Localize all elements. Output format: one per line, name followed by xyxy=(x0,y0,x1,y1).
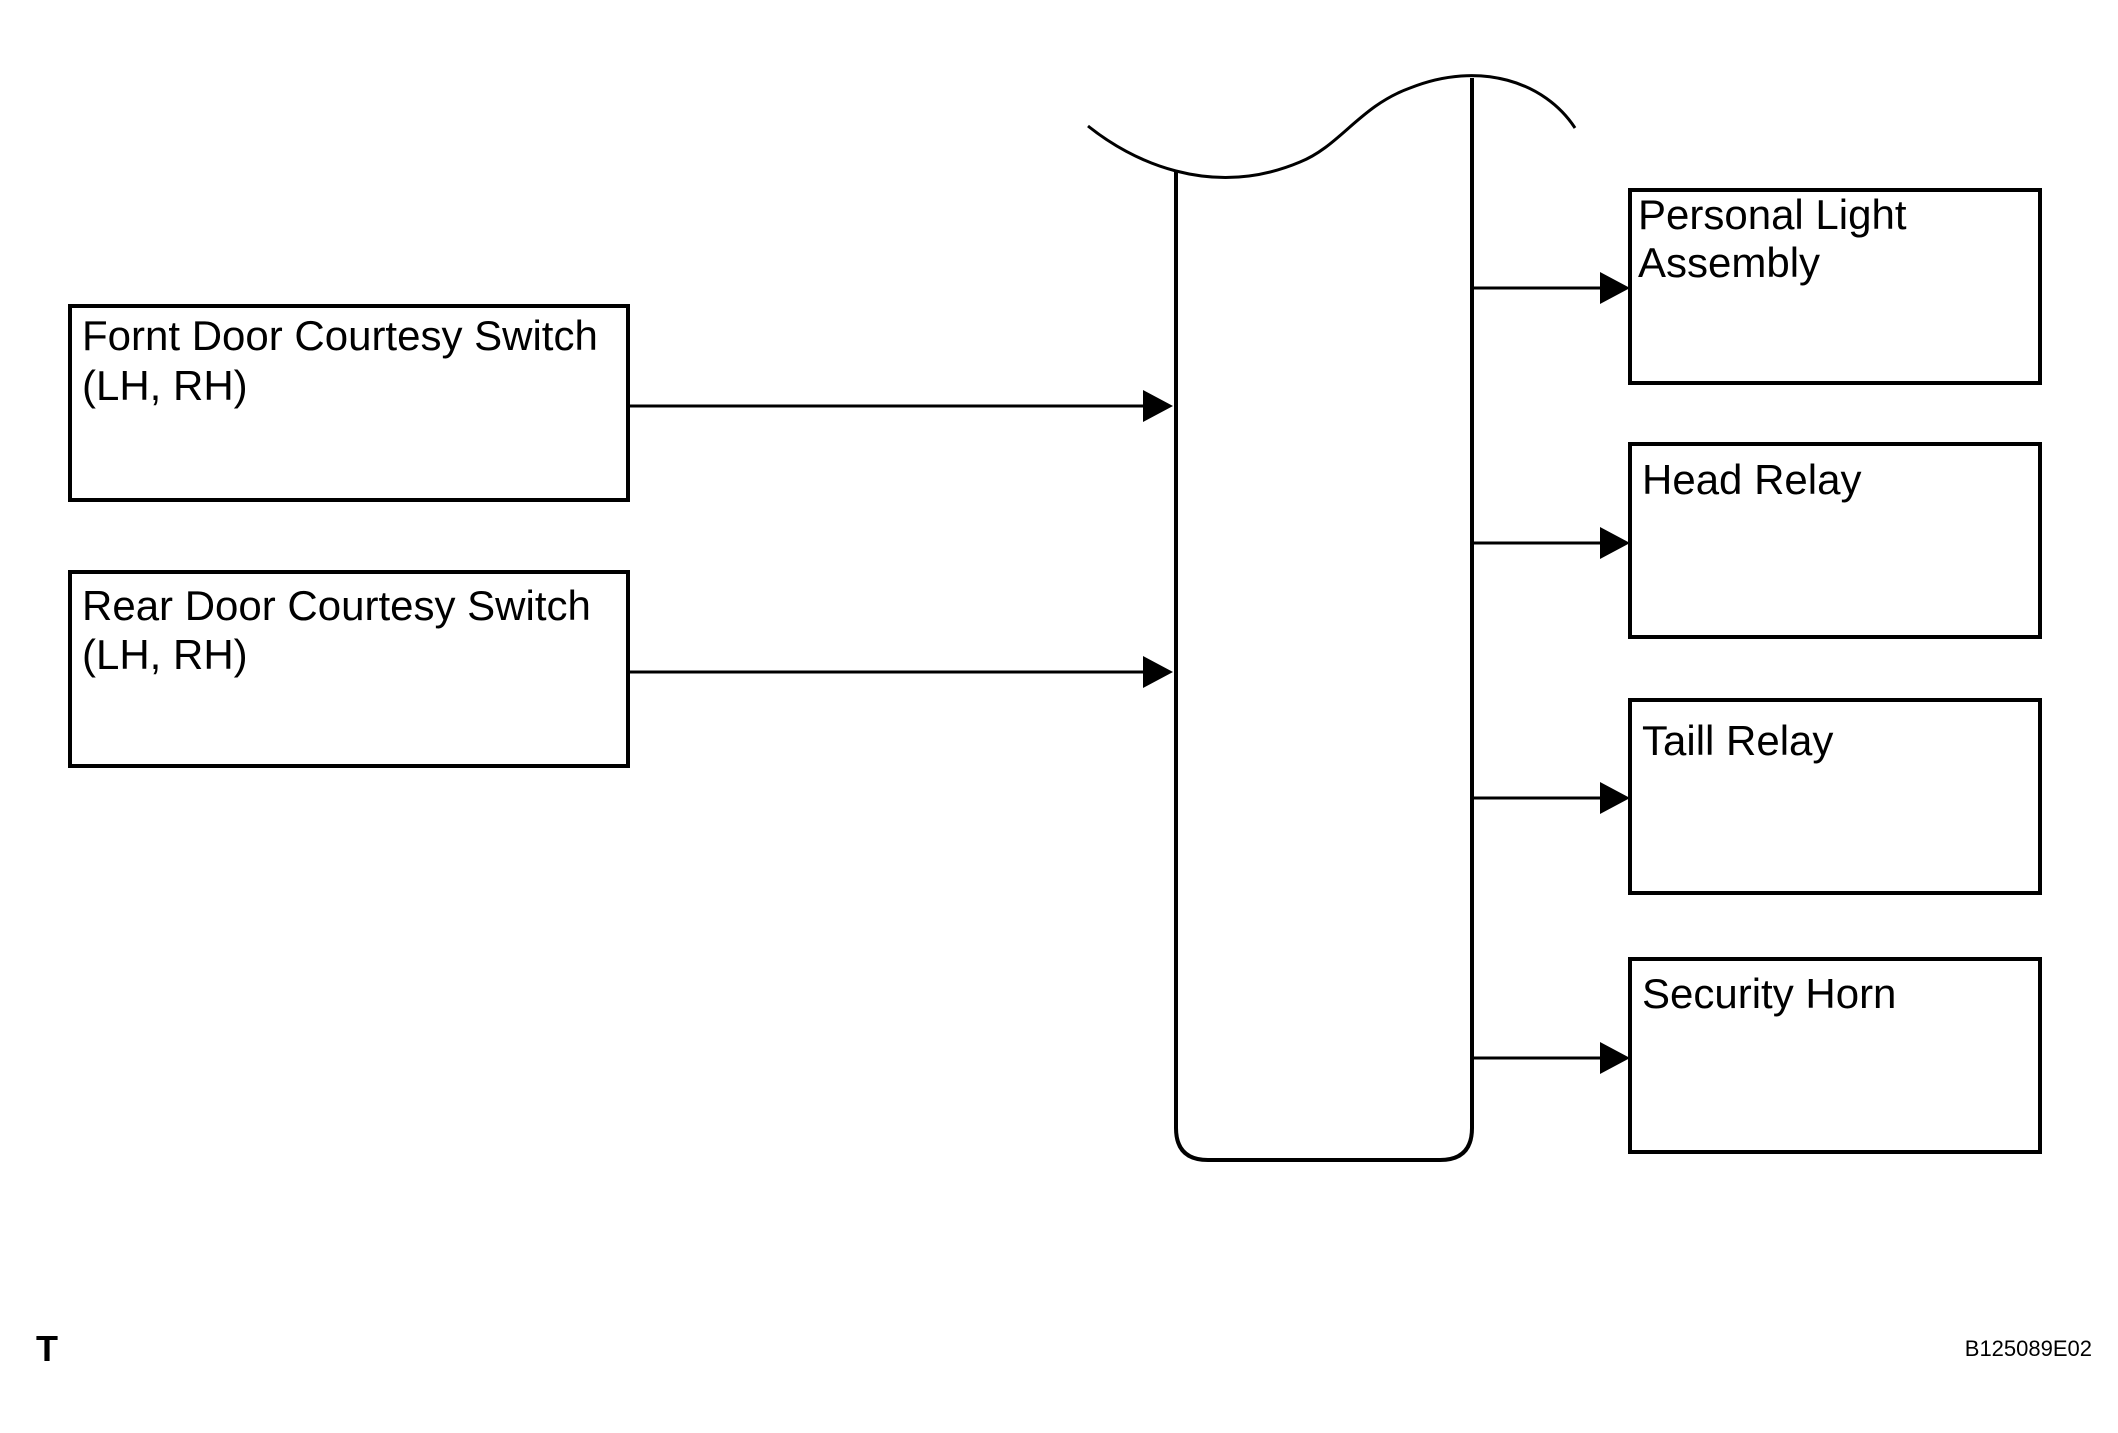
output-box-security-horn: Security Horn xyxy=(1628,957,2042,1154)
output-box-personal-light: Personal Light Assembly xyxy=(1628,188,2042,385)
central-unit-outline xyxy=(1174,78,1474,1162)
output-box-head-relay: Head Relay xyxy=(1628,442,2042,639)
arrowhead-security-horn xyxy=(1600,1042,1630,1074)
arrowhead-front-door xyxy=(1143,390,1173,422)
input-box-front-door: Fornt Door Courtesy Switch (LH, RH) xyxy=(68,304,630,502)
arrowhead-head-relay xyxy=(1600,527,1630,559)
output-box-frame xyxy=(1628,442,2042,639)
output-box-label-line2: Assembly xyxy=(1638,239,1820,286)
output-box-frame xyxy=(1628,188,2042,385)
output-box-frame xyxy=(1628,698,2042,895)
arrowhead-personal-light xyxy=(1600,272,1630,304)
output-box-label-line1: Head Relay xyxy=(1642,456,1861,503)
central-unit-break-line xyxy=(1087,74,1577,179)
central-control-unit xyxy=(1087,74,1577,1162)
corner-mark: T xyxy=(36,1328,58,1369)
input-box-label-line1: Fornt Door Courtesy Switch xyxy=(82,312,598,359)
figure-id: B125089E02 xyxy=(1964,1336,2092,1361)
arrowhead-taill-relay xyxy=(1600,782,1630,814)
output-box-label-line1: Security Horn xyxy=(1642,970,1896,1017)
output-box-label-line1: Taill Relay xyxy=(1642,717,1833,764)
output-box-taill-relay: Taill Relay xyxy=(1628,698,2042,895)
input-box-rear-door: Rear Door Courtesy Switch (LH, RH) xyxy=(68,570,630,768)
input-box-label-line1: Rear Door Courtesy Switch xyxy=(82,582,591,629)
arrowhead-rear-door xyxy=(1143,656,1173,688)
output-box-label-line1: Personal Light xyxy=(1638,191,1907,238)
output-box-frame xyxy=(1628,957,2042,1154)
input-box-label-line2: (LH, RH) xyxy=(82,631,248,678)
input-box-label-line2: (LH, RH) xyxy=(82,362,248,409)
input-box-frame xyxy=(68,304,630,502)
input-box-frame xyxy=(68,570,630,768)
